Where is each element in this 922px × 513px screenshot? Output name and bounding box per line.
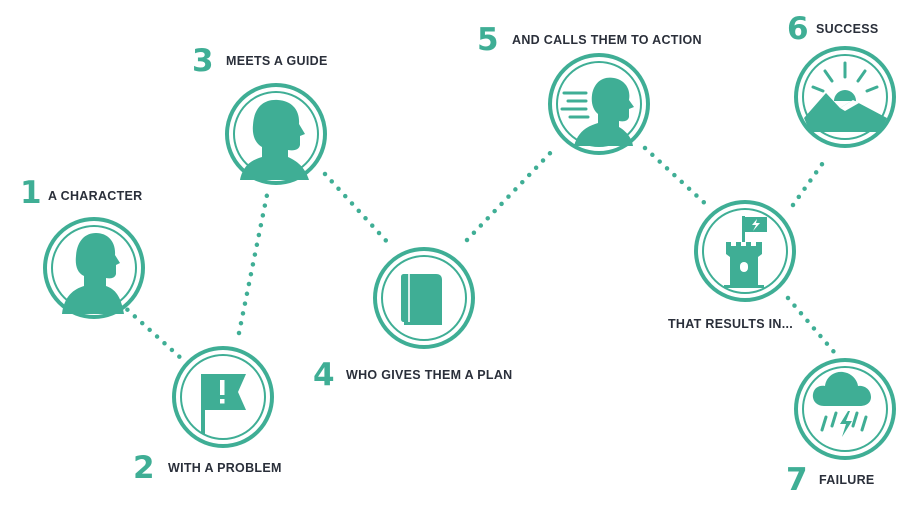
step-success: 6 SUCCESS [787,11,896,148]
step-number-5: 5 [477,22,499,58]
exclamation-flag-icon [201,374,246,434]
step-label-1: A CHARACTER [48,189,143,203]
step-character: 1 A CHARACTER [20,175,145,319]
moving-person-icon [560,77,634,146]
step-guide: 3 MEETS A GUIDE [192,43,328,185]
step-problem: 2 WITH A PROBLEM [133,346,282,486]
connector-1-2 [117,300,186,363]
connector-tower-6 [790,157,828,208]
storm-cloud-icon [812,371,871,437]
step-plan: 4 WHO GIVES THEM A PLAN [313,247,513,393]
connector-tower-7 [785,295,837,355]
step-label-3: MEETS A GUIDE [226,54,328,68]
step-failure-ring [794,358,896,460]
guide-silhouette-icon [240,99,309,180]
step-number-3: 3 [192,43,214,79]
step-number-7: 7 [786,462,808,498]
step-label-5: AND CALLS THEM TO ACTION [512,33,702,47]
connectors [117,145,837,363]
step-label-2: WITH A PROBLEM [168,461,282,475]
step-number-6: 6 [787,11,809,47]
step-failure: 7 FAILURE [786,358,896,498]
person-silhouette-icon [62,233,124,314]
step-number-2: 2 [133,450,155,486]
connector-3-4 [322,171,393,248]
step-label-7: FAILURE [819,473,875,487]
step-action: 5 AND CALLS THEM TO ACTION [477,22,702,155]
book-icon [401,274,442,325]
castle-tower-flag-icon [724,216,767,288]
step-label-6: SUCCESS [816,22,879,36]
sun-mountain-icon [804,61,887,132]
connector-4-5 [464,145,558,243]
step-number-1: 1 [20,175,42,211]
connector-2-3 [236,187,271,336]
connector-5-tower [642,145,713,211]
step-label-results: THAT RESULTS IN... [668,317,793,331]
step-results: THAT RESULTS IN... [668,200,796,331]
step-label-4: WHO GIVES THEM A PLAN [346,368,513,382]
step-number-4: 4 [313,357,335,393]
